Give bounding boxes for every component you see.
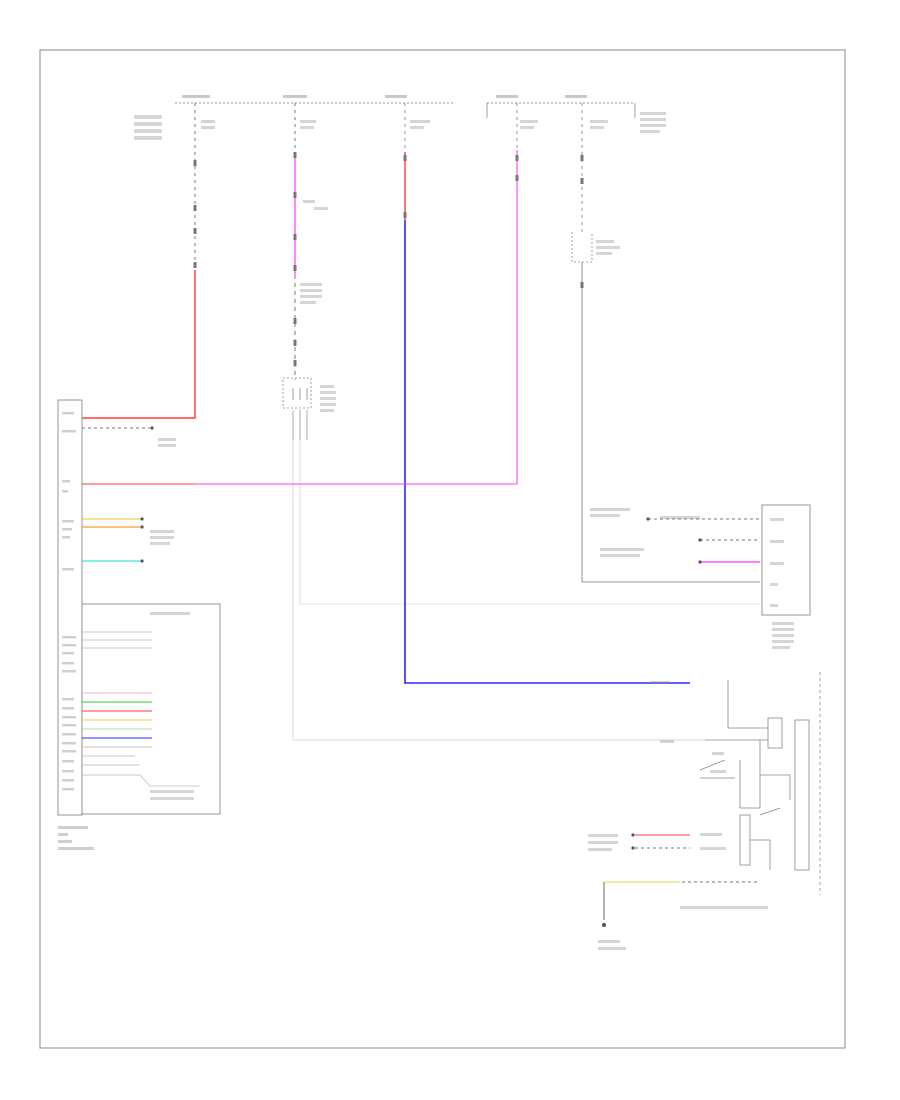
relay-switch xyxy=(282,377,312,440)
lower-left-block-wires xyxy=(82,631,200,787)
lower-left-block xyxy=(81,603,221,815)
connector-marks-4 xyxy=(515,155,519,181)
wire-3 xyxy=(404,103,690,684)
right-module-wires xyxy=(648,518,760,563)
lower-left-block-labels xyxy=(150,612,194,800)
left-module xyxy=(57,399,83,816)
fuse-5 xyxy=(571,232,593,263)
fuse-5-labels xyxy=(596,240,620,255)
lower-right-wire-ends xyxy=(602,833,635,927)
bus-labels xyxy=(182,95,587,98)
wire-5 xyxy=(581,103,760,583)
lower-right-wire-labels xyxy=(588,833,726,950)
left-stub-ends xyxy=(140,426,154,563)
fuse-label-blocks xyxy=(134,112,666,140)
lower-right-labels xyxy=(650,681,768,909)
connector-marks-5 xyxy=(580,155,584,288)
connector-marks-3 xyxy=(403,155,407,218)
lower-right-module xyxy=(699,672,821,895)
wire-2 xyxy=(292,103,760,741)
left-module-pin-labels xyxy=(62,412,76,791)
lower-right-wires xyxy=(603,834,760,920)
power-bus xyxy=(175,102,636,118)
right-module xyxy=(761,504,811,616)
connector-marks-2 xyxy=(293,152,297,366)
wire-1 xyxy=(82,103,196,419)
connector-marks-1 xyxy=(193,160,197,268)
right-module-labels xyxy=(590,508,794,649)
right-module-wire-ends xyxy=(646,517,702,564)
left-stubs xyxy=(82,427,150,562)
relay-labels xyxy=(300,200,336,412)
left-stub-labels xyxy=(150,438,176,545)
wire-4 xyxy=(82,103,518,485)
left-module-caption xyxy=(58,826,94,850)
diagram-frame xyxy=(39,49,846,1049)
